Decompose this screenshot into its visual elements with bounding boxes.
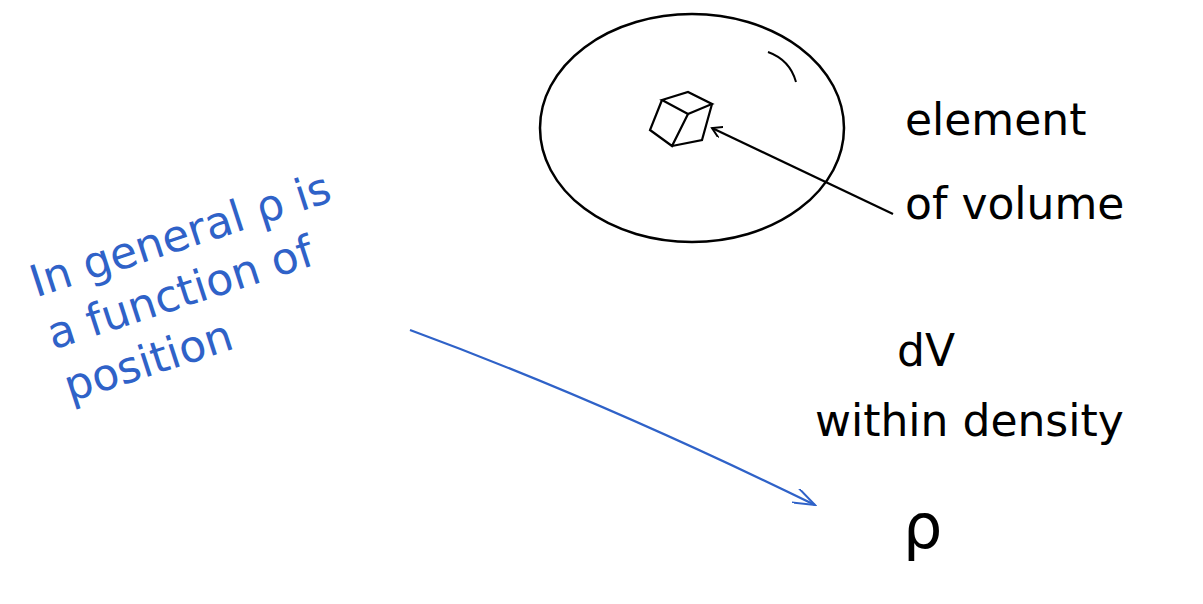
leader-arrow (712, 128, 893, 214)
outline-tick (768, 52, 796, 82)
body-outline (540, 14, 844, 242)
volume-symbol: dV (897, 325, 955, 378)
note-text: In general ρ is a function of position (23, 152, 397, 414)
density-label: within density (815, 395, 1124, 448)
note-arrow (410, 330, 815, 505)
volume-cube (650, 92, 712, 146)
density-symbol: ρ (903, 490, 942, 564)
volume-label: element of volume (905, 78, 1133, 245)
